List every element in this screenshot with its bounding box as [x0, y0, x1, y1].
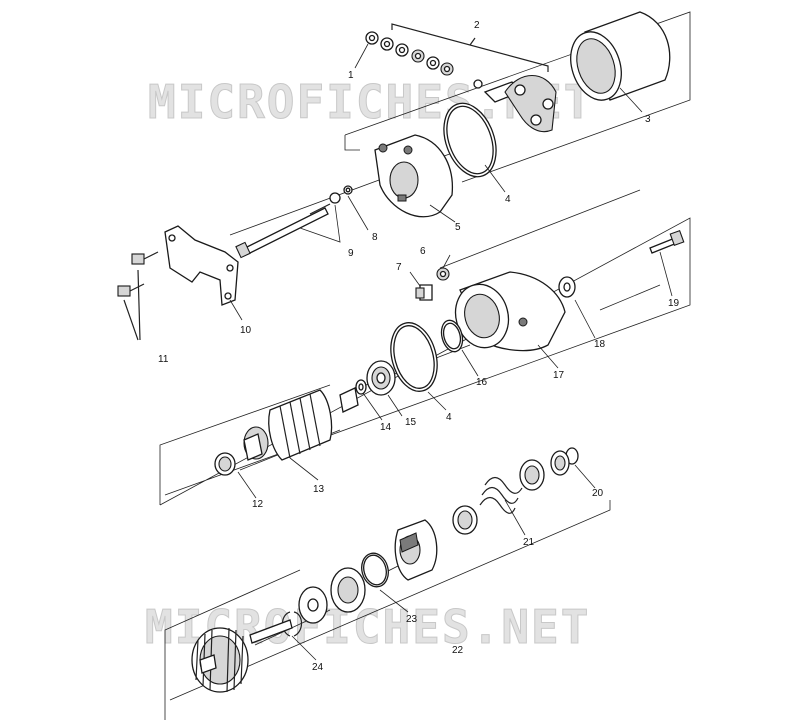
- callout-19: 19: [668, 298, 680, 309]
- part-22-clutch-assembly: [394, 519, 438, 581]
- part-16-o-ring: [440, 319, 464, 353]
- callout-16: 16: [476, 377, 488, 388]
- part-23-snap-ring: [298, 552, 389, 624]
- callout-2: 2: [474, 20, 480, 31]
- callout-6: 6: [420, 246, 426, 257]
- callout-5: 5: [455, 222, 461, 233]
- part-2-nut-set: [380, 23, 549, 89]
- part-4-o-ring-lower: [390, 322, 438, 392]
- part-9-through-bolts: [235, 192, 341, 259]
- part-10-bracket: [164, 225, 239, 306]
- callout-20: 20: [592, 488, 604, 499]
- part-18-washer: [558, 276, 576, 298]
- part-20-washers: [550, 447, 579, 476]
- callout-3: 3: [645, 114, 651, 125]
- part-7-screw: [415, 284, 433, 301]
- part-4-o-ring-upper: [443, 102, 497, 178]
- callout-24: 24: [312, 662, 324, 673]
- part-17-drive-housing: [454, 271, 566, 352]
- part-12-bearing: [214, 452, 236, 476]
- part-15-bearing: [366, 360, 396, 396]
- part-21-spring-assembly: [452, 459, 545, 535]
- part-5-end-housing: [374, 134, 454, 218]
- part-13-armature: [243, 387, 359, 461]
- callout-1: 1: [348, 70, 354, 81]
- part-2-brush-holder: [483, 75, 557, 133]
- part-14-washer: [355, 379, 367, 395]
- callout-13: 13: [313, 484, 325, 495]
- callout-labels: 1 2 3 4 5 6 7 8 9 10 11 12 13 14 15 16 1…: [158, 20, 680, 673]
- part-8-washer: [343, 185, 353, 195]
- callout-21: 21: [523, 537, 535, 548]
- part-3-cover: [570, 11, 671, 101]
- callout-4-lower: 4: [446, 412, 452, 423]
- leader-lines: [229, 43, 673, 661]
- callout-7: 7: [396, 262, 402, 273]
- callout-17: 17: [553, 370, 565, 381]
- part-19-bolt: [649, 229, 685, 254]
- callout-14: 14: [380, 422, 392, 433]
- callout-12: 12: [252, 499, 264, 510]
- callout-4-upper: 4: [505, 194, 511, 205]
- part-22-pinion-shaft: [191, 619, 293, 693]
- callout-8: 8: [372, 232, 378, 243]
- part-11-bolts: [117, 251, 159, 341]
- callout-11: 11: [158, 354, 169, 365]
- callout-18: 18: [594, 339, 606, 350]
- part-1-washer: [365, 31, 379, 45]
- part-6-nut: [436, 267, 450, 281]
- callout-15: 15: [405, 417, 417, 428]
- callout-23: 23: [406, 614, 418, 625]
- callout-10: 10: [240, 325, 252, 336]
- callout-22: 22: [452, 645, 464, 656]
- callout-9: 9: [348, 248, 354, 259]
